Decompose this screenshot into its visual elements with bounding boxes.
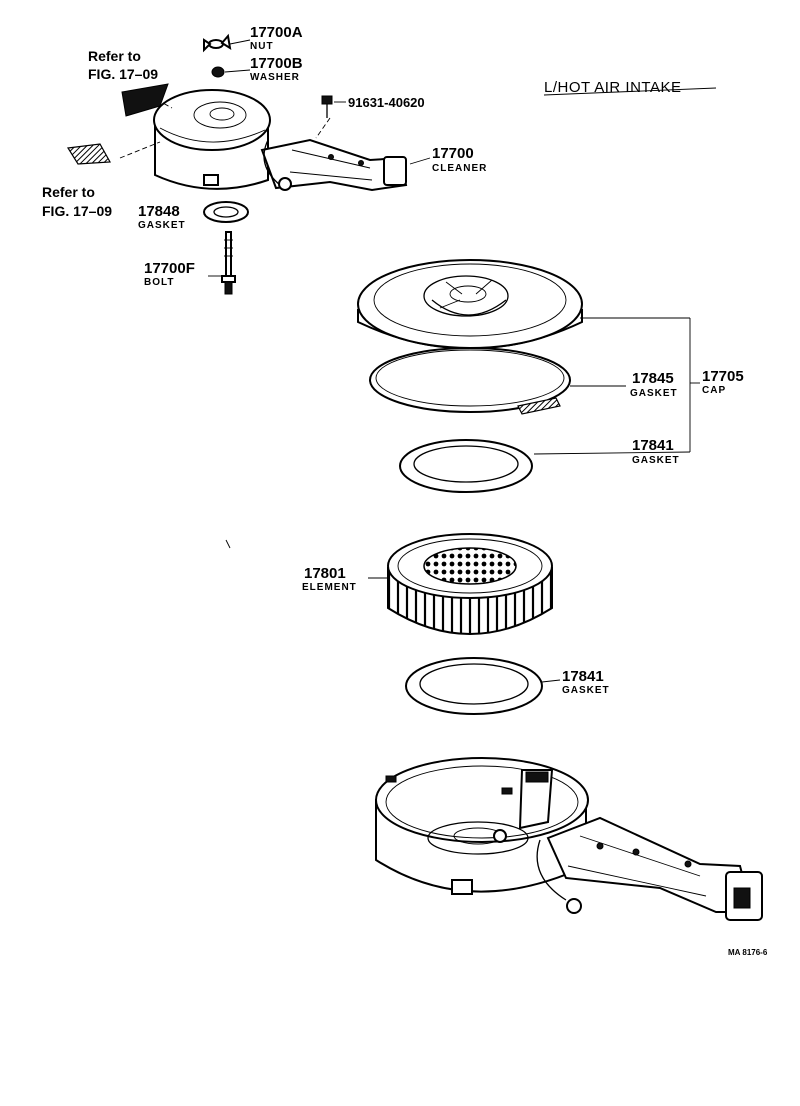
part-number-element: 17801 xyxy=(304,565,346,582)
part-number-washer: 17700B xyxy=(250,55,303,72)
part-number-cap-gasket: 17845 xyxy=(632,370,674,387)
assembled-cleaner-illustration xyxy=(119,89,408,192)
part-number-nut: 17700A xyxy=(250,24,303,41)
part-name-cleaner: CLEANER xyxy=(432,163,487,174)
cap-gasket-ring-icon xyxy=(369,347,571,415)
diagram-title: L/HOT AIR INTAKE xyxy=(544,79,681,96)
part-name-gasket-17848: GASKET xyxy=(138,220,186,231)
title-underline xyxy=(543,87,717,96)
refer-fig-label-lower: FIG. 17–09 xyxy=(42,203,112,219)
part-number-gasket-17848: 17848 xyxy=(138,203,180,220)
part-number-gasket-upper: 17841 xyxy=(632,437,674,454)
refer-part-lower xyxy=(66,143,111,165)
part-name-cap: CAP xyxy=(702,385,726,396)
wing-nut-icon xyxy=(203,33,251,53)
part-name-gasket-lower: GASKET xyxy=(562,685,610,696)
part-name-bolt-17700f: BOLT xyxy=(144,277,174,288)
upper-gasket-ring-icon xyxy=(399,439,533,493)
part-number-small-bolt: 91631-40620 xyxy=(348,95,425,110)
gasket-17848-icon xyxy=(203,201,249,223)
refer-fig-label-upper: FIG. 17–09 xyxy=(88,66,158,82)
part-number-cleaner: 17700 xyxy=(432,145,474,162)
refer-to-label-upper: Refer to xyxy=(88,48,141,64)
part-number-gasket-lower: 17841 xyxy=(562,668,604,685)
drawing-code: MA 8176-6 xyxy=(728,948,768,957)
filter-element-illustration xyxy=(368,533,553,635)
part-name-cap-gasket: GASKET xyxy=(630,388,678,399)
small-bolt-icon xyxy=(321,95,346,118)
part-name-element: ELEMENT xyxy=(302,582,357,593)
cap-illustration xyxy=(357,259,583,350)
cap-bracket-lines xyxy=(533,317,700,455)
part-name-gasket-upper: GASKET xyxy=(632,455,680,466)
part-number-bolt-17700f: 17700F xyxy=(144,260,195,277)
lower-gasket-ring-icon xyxy=(405,657,561,715)
long-bolt-icon xyxy=(208,231,236,295)
cleaner-body-illustration xyxy=(375,757,763,921)
refer-part-upper xyxy=(121,83,169,117)
refer-to-label-lower: Refer to xyxy=(42,184,95,200)
part-name-nut: NUT xyxy=(250,41,274,52)
stray-mark xyxy=(225,539,231,549)
washer-icon xyxy=(211,66,251,78)
part-number-cap: 17705 xyxy=(702,368,744,385)
leader-cleaner xyxy=(409,157,431,165)
part-name-washer: WASHER xyxy=(250,72,300,83)
